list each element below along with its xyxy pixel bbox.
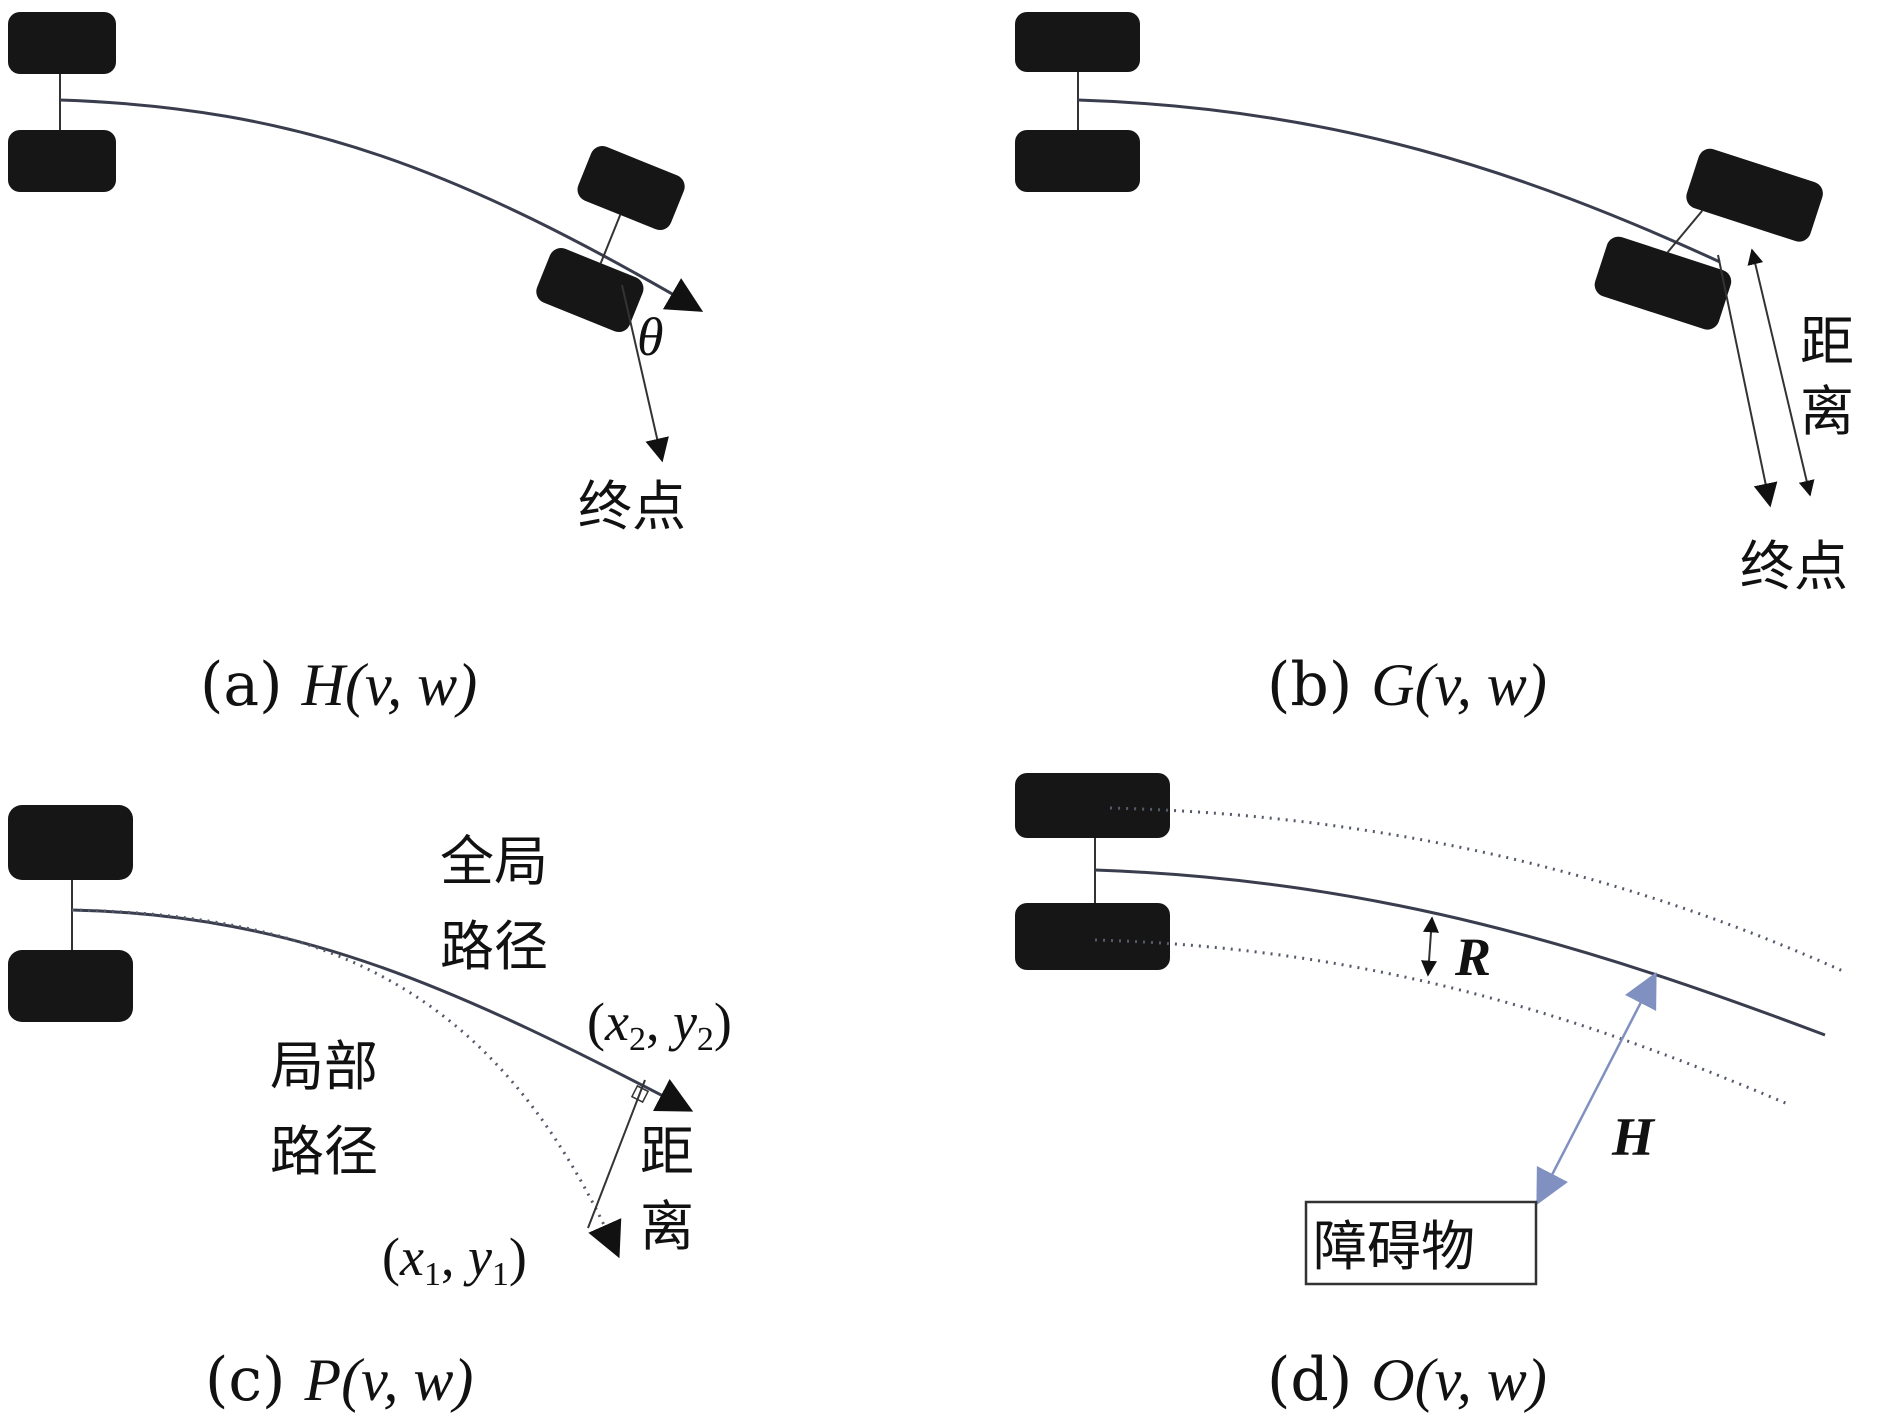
- panel-d: R H 障碍物 (d) O(v, w): [1015, 773, 1846, 1415]
- boundary-upper-d: [1109, 806, 1846, 974]
- wheel-bottom-left-d: [1015, 903, 1170, 970]
- obstacle-label: 障碍物: [1313, 1215, 1475, 1278]
- distance-label-b-1: 距: [1800, 310, 1854, 373]
- trajectory-b: [1077, 98, 1721, 264]
- panel-c: 全局 路径 局部 路径 距 离 (x2, y2) (x1, y1) (c) P(…: [8, 805, 732, 1415]
- point-x1-y1-label: (x1, y1): [382, 1227, 527, 1293]
- wheel-end-top-b: [1686, 148, 1823, 242]
- wheel-bottom-left-b: [1015, 130, 1140, 192]
- goal-label-b: 终点: [1740, 535, 1848, 598]
- radius-label: R: [1454, 927, 1491, 987]
- wheel-end-bottom-a: [536, 248, 644, 333]
- caption-a: (a) H(v, w): [200, 650, 477, 720]
- wheel-top-left-c: [8, 805, 133, 880]
- global-path-label-2: 路径: [440, 915, 548, 978]
- global-path-c: [71, 908, 694, 1112]
- obstacle-distance-arrow: [1536, 971, 1657, 1206]
- distance-arrow-b: [1747, 248, 1815, 497]
- robot-start-a: [8, 12, 116, 192]
- boundary-lower-d: [1094, 938, 1791, 1107]
- caption-b: (b) G(v, w): [1267, 650, 1547, 720]
- robot-end-b: [1594, 148, 1823, 330]
- right-angle-mark-c: [630, 1084, 650, 1104]
- obstacle-box: [1304, 1200, 1538, 1286]
- axle-end-a: [599, 214, 622, 264]
- trajectory-d: [1094, 868, 1826, 1037]
- trajectory-a: [59, 98, 704, 312]
- wheel-top-left-a: [8, 12, 116, 74]
- goal-direction-a: [621, 284, 669, 463]
- goal-label-a: 终点: [578, 475, 686, 538]
- height-label: H: [1611, 1107, 1656, 1167]
- distance-label-c-1: 距: [640, 1120, 694, 1183]
- wheel-top-left-b: [1015, 12, 1140, 72]
- wheel-bottom-left-a: [8, 130, 116, 192]
- distance-label-c-2: 离: [640, 1195, 694, 1258]
- point-x2-y2-label: (x2, y2): [587, 992, 732, 1058]
- distance-line-c: [587, 1079, 646, 1229]
- robot-start-c: [8, 805, 133, 1022]
- robot-end-a: [536, 146, 685, 333]
- wheel-end-bottom-b: [1594, 236, 1732, 330]
- caption-d: (d) O(v, w): [1267, 1345, 1547, 1415]
- wheel-bottom-left-c: [8, 950, 133, 1022]
- wheel-end-top-a: [577, 146, 685, 231]
- caption-c: (c) P(v, w): [205, 1345, 473, 1415]
- panel-b: 距 离 终点 (b) G(v, w): [1015, 12, 1854, 720]
- angle-theta-label: θ: [637, 307, 664, 367]
- radius-arrow-d: [1421, 916, 1439, 977]
- local-path-c: [71, 908, 622, 1259]
- distance-label-b-2: 离: [1800, 380, 1854, 443]
- wheel-top-left-d: [1015, 773, 1170, 838]
- local-path-label-2: 路径: [270, 1120, 378, 1183]
- local-path-label-1: 局部: [270, 1035, 378, 1098]
- global-path-label-1: 全局: [440, 830, 548, 893]
- axle-end-b: [1666, 210, 1704, 253]
- panel-a: θ 终点 (a) H(v, w): [8, 12, 704, 720]
